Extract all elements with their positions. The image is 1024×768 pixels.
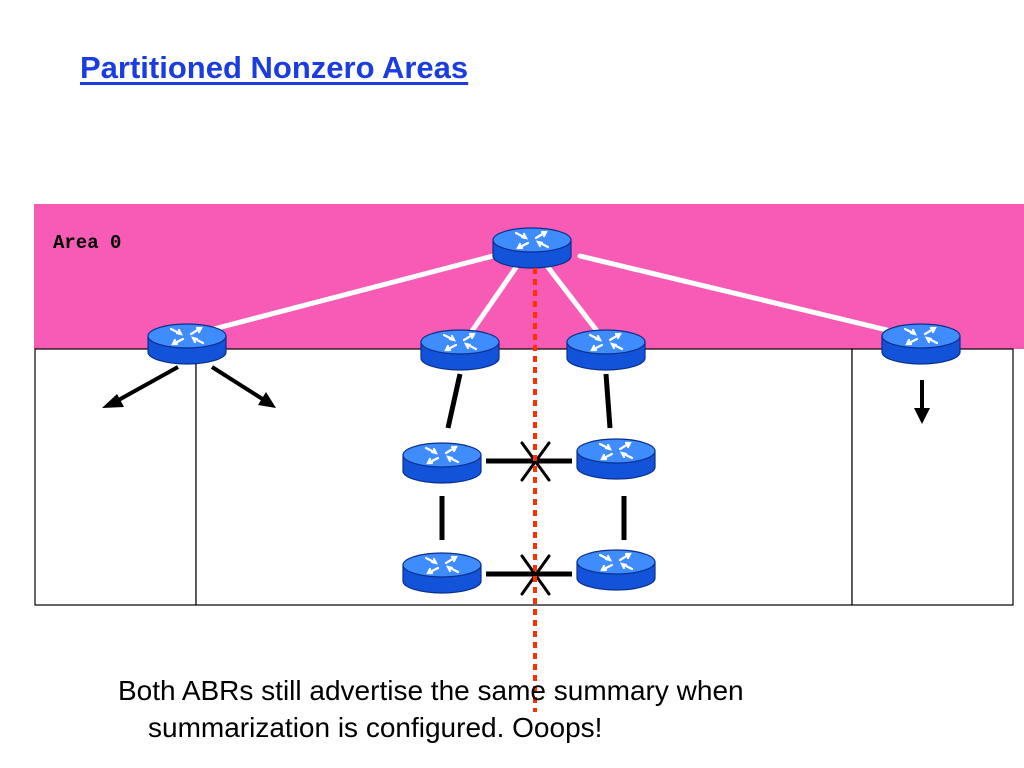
link-core-to-right-abr — [577, 253, 890, 333]
link-core-to-abr-b — [544, 263, 600, 334]
link-abr-a-to-r1 — [445, 373, 463, 429]
x-mark-icon — [520, 441, 551, 482]
router-icon[interactable] — [491, 226, 573, 270]
caption: Both ABRs still advertise the same summa… — [118, 672, 938, 746]
area0-label: Area 0 — [53, 232, 121, 254]
router-icon[interactable] — [419, 328, 501, 372]
area-links — [439, 373, 627, 577]
caption-line-1: Both ABRs still advertise the same summa… — [118, 675, 744, 706]
router-icon[interactable] — [880, 322, 962, 366]
slide-title: Partitioned Nonzero Areas — [80, 50, 469, 85]
link-core-to-left-abr — [207, 253, 496, 333]
router-icon[interactable] — [401, 551, 483, 595]
right-area-box — [851, 348, 1014, 606]
left-area-box — [34, 348, 197, 606]
router-icon[interactable] — [565, 328, 647, 372]
router-icon[interactable] — [575, 437, 657, 481]
router-icon[interactable] — [146, 322, 228, 366]
link-abr-b-to-r2 — [603, 373, 613, 429]
backbone-links — [207, 253, 890, 334]
router-icon[interactable] — [575, 548, 657, 592]
arrow-icon — [210, 365, 276, 408]
router-icon[interactable] — [401, 441, 483, 485]
arrow-icon — [914, 380, 930, 424]
link-core-to-abr-a — [469, 263, 520, 334]
caption-line-2: summarization is configured. Ooops! — [148, 712, 603, 743]
arrow-icon — [102, 365, 179, 408]
x-mark-icon — [520, 554, 551, 596]
